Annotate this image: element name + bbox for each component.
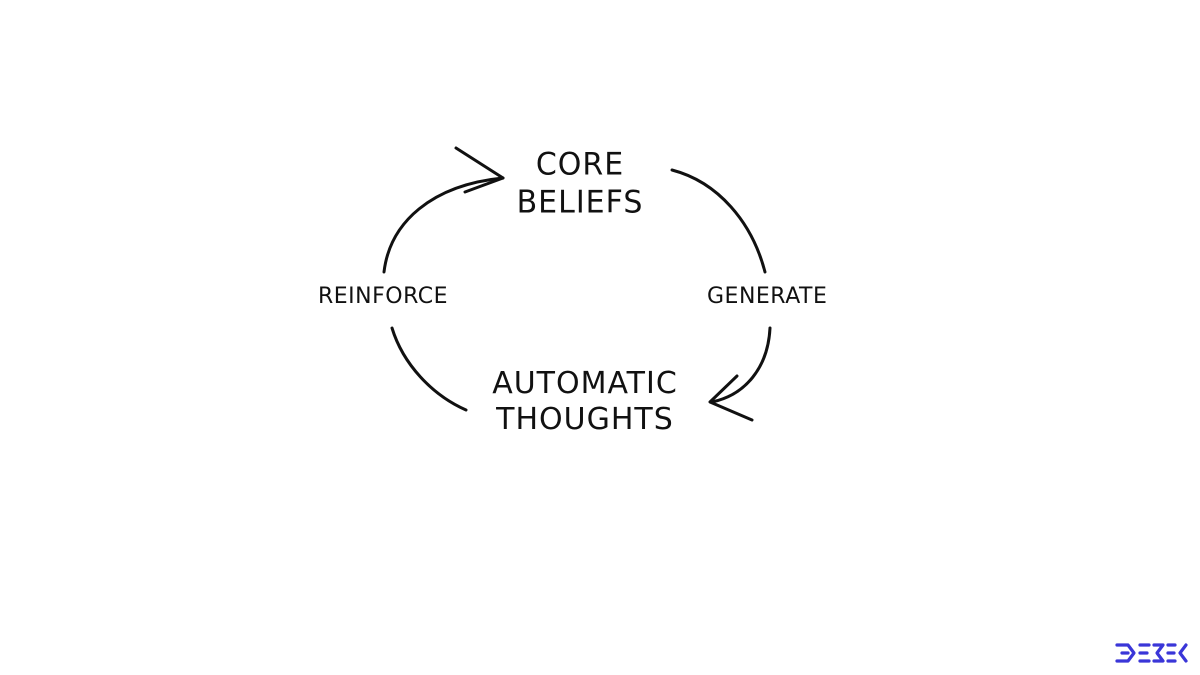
node-automatic-thoughts-line1: AUTOMATIC [492,366,678,401]
edge-label-generate: GENERATE [707,284,828,309]
arrowhead-to-thoughts [708,374,754,422]
node-core-beliefs-line1: CORE [535,146,625,183]
arc-core-to-generate [670,168,767,274]
node-automatic-thoughts: AUTOMATIC THOUGHTS [470,366,700,438]
node-core-beliefs-line2: BELIEFS [516,184,644,221]
arrowhead-to-core [454,146,505,194]
edge-label-reinforce: REINFORCE [318,284,449,309]
arc-reinforce-to-core [382,176,505,274]
node-automatic-thoughts-line2: THOUGHTS [496,402,674,437]
arc-generate-to-thoughts [710,326,772,404]
arc-thoughts-to-reinforce [390,326,468,412]
node-core-beliefs: CORE BELIEFS [490,146,670,222]
brand-logo-icon [1115,643,1188,663]
